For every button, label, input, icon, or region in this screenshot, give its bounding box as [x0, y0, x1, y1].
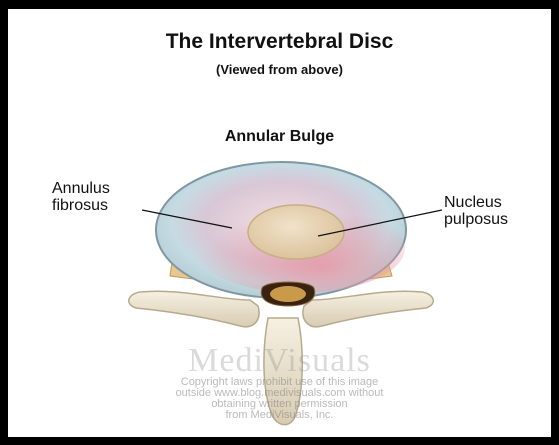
- label-line: fibrosus: [52, 197, 142, 214]
- nucleus-pulposus: [248, 205, 344, 259]
- label-line: Annulus: [52, 180, 142, 197]
- label-line: pulposus: [444, 211, 534, 228]
- spinal-cord: [270, 286, 306, 302]
- label-annulus-fibrosus: Annulus fibrosus: [52, 180, 142, 214]
- section-title: Annular Bulge: [0, 128, 559, 146]
- diagram-title: The Intervertebral Disc: [0, 30, 559, 54]
- watermark-copyright: Copyright laws prohibit use of this imag…: [0, 377, 559, 421]
- diagram-subtitle: (Viewed from above): [0, 62, 559, 77]
- left-lamina: [129, 291, 259, 327]
- label-nucleus-pulposus: Nucleus pulposus: [444, 194, 534, 228]
- label-line: Nucleus: [444, 194, 534, 211]
- watermark-line: from MediVisuals, Inc.: [0, 410, 559, 421]
- right-lamina: [303, 291, 433, 327]
- watermark-brand: MediVisuals: [0, 342, 559, 380]
